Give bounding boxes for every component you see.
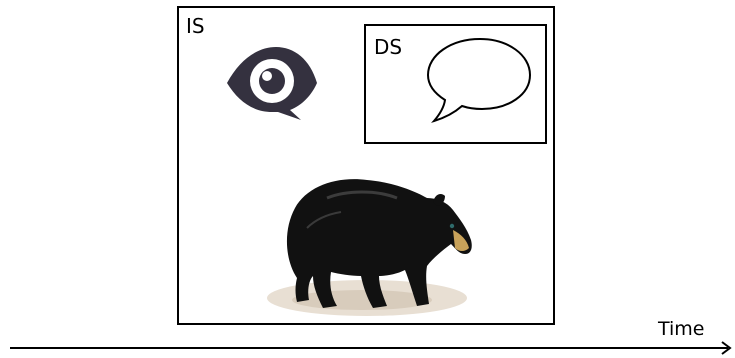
black-bear-illustration xyxy=(267,168,477,318)
inner-frame-ds: DS xyxy=(364,24,547,144)
is-label: IS xyxy=(186,16,205,36)
ds-label: DS xyxy=(374,37,402,57)
eye-speech-icon xyxy=(222,41,322,121)
speech-bubble-icon xyxy=(424,35,536,125)
time-axis-arrow xyxy=(10,339,735,357)
outer-frame-is: IS DS xyxy=(177,6,555,325)
time-axis-label: Time xyxy=(658,320,705,339)
